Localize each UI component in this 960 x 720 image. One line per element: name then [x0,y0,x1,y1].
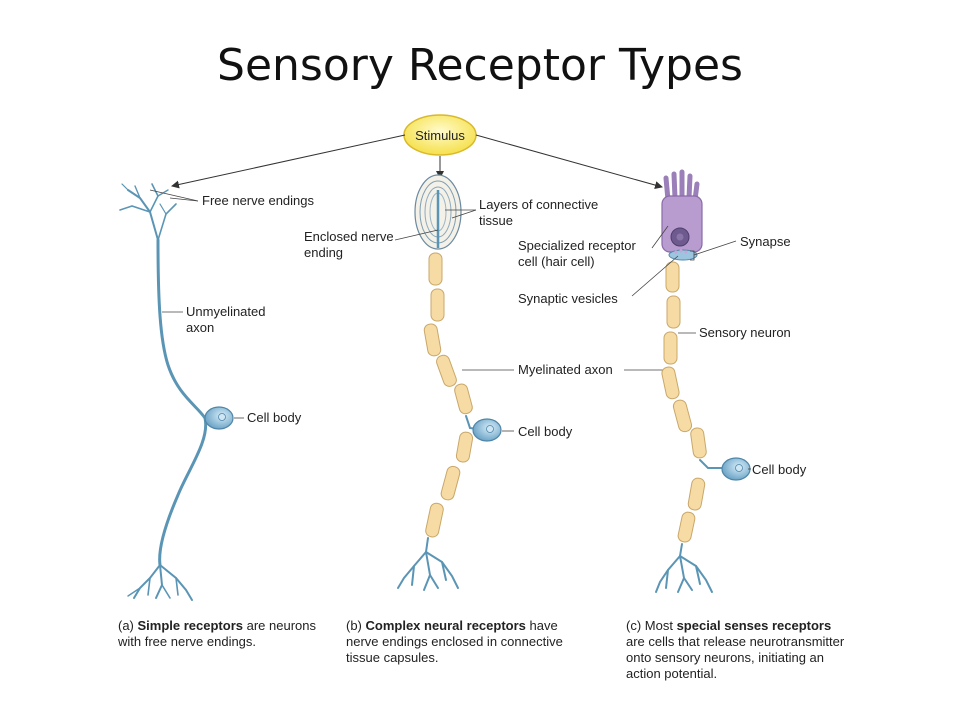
label-cell-body-b: Cell body [518,424,573,439]
label-synapse: Synapse [740,234,791,249]
neuron-c-branches [655,459,723,593]
simple-receptor-neuron [119,183,208,601]
slide-title: Sensory Receptor Types [217,40,743,91]
stimulus-label: Stimulus [415,128,465,143]
label-specialized-2: cell (hair cell) [518,254,595,269]
label-enclosed-1: Enclosed nerve [304,229,394,244]
svg-text:nerve endings enclosed in conn: nerve endings enclosed in connective [346,634,563,649]
svg-text:(a) Simple receptors are neuro: (a) Simple receptors are neurons [118,618,316,633]
svg-text:(b) Complex neural receptors h: (b) Complex neural receptors have [346,618,558,633]
label-cell-body-a: Cell body [247,410,302,425]
svg-text:onto sensory neurons, initiati: onto sensory neurons, initiating an [626,650,824,665]
label-specialized-1: Specialized receptor [518,238,636,253]
caption-c: (c) Most special senses receptors are ce… [626,618,845,681]
myelinated-axon-c [661,261,707,543]
caption-a: (a) Simple receptors are neurons with fr… [117,618,316,649]
nucleus-c [735,464,743,472]
label-enclosed-2: ending [304,245,343,260]
nucleus-a [218,413,226,421]
label-cell-body-c: Cell body [752,462,807,477]
label-free-nerve-endings: Free nerve endings [202,193,315,208]
label-unmyelinated-1: Unmyelinated [186,304,266,319]
svg-text:are cells that release neurotr: are cells that release neurotransmitter [626,634,845,649]
hair-cell [661,169,703,261]
label-layers-ct-2: tissue [479,213,513,228]
nucleus-b [486,425,494,433]
caption-b: (b) Complex neural receptors have nerve … [346,618,563,665]
myelinated-axon-b [423,252,474,538]
label-myelinated-axon: Myelinated axon [518,362,613,377]
label-synaptic-vesicles: Synaptic vesicles [518,291,618,306]
svg-text:action potential.: action potential. [626,666,717,681]
label-layers-ct-1: Layers of connective [479,197,598,212]
stimulus-arrow-a [171,134,406,189]
svg-text:tissue capsules.: tissue capsules. [346,650,439,665]
stimulus-arrow-c [475,134,663,189]
label-unmyelinated-2: axon [186,320,214,335]
encapsulated-receptor [414,174,462,250]
svg-text:with free nerve endings.: with free nerve endings. [117,634,256,649]
svg-text:(c) Most special senses recept: (c) Most special senses receptors [626,618,831,633]
label-sensory-neuron: Sensory neuron [699,325,791,340]
